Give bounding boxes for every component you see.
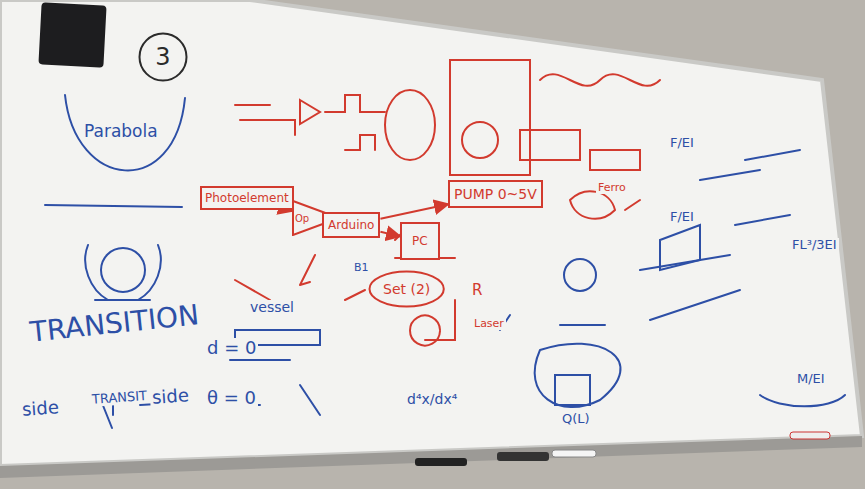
formula: d⁴x/dx⁴ [405,392,459,407]
formula: Q(L) [560,412,592,426]
formula: F/EI [668,210,696,224]
node-text: 3 [155,43,170,71]
pc-box: PC [400,222,440,260]
node-shape [370,272,444,307]
formula: FL³/3EI [790,238,839,252]
pump-box: PUMP 0~5V [448,180,543,208]
boundary-condition: θ = 0 [205,388,258,408]
node-text: Set (2) [383,281,430,297]
set-oval: Set (2) [368,270,445,308]
node-text: Arduino [328,218,374,232]
boundary-condition: d = 0 [205,338,258,358]
ferro-label: Ferro [596,182,628,194]
resistor-label: R [470,282,484,299]
vessel-label: vessel [248,300,296,315]
side-label: side [19,397,61,420]
node-text: Photoelement [205,191,289,205]
connector-arrow [380,232,400,237]
formula: M/EI [795,372,827,386]
beam-label: B1 [352,262,371,274]
laser-label: Laser [472,318,506,330]
arduino-box: Arduino [322,212,380,238]
callout-circle: 3 [138,32,188,82]
node-shape [140,34,187,81]
node-text: PC [412,234,428,248]
node-text: Op [295,213,309,224]
connector-arrow [380,204,448,219]
photoelement-box: Photoelement [200,186,294,210]
node-text: PUMP 0~5V [454,186,537,202]
parabola-label: Parabola [82,122,160,141]
side-label: side [149,385,191,408]
formula: F/EI [668,136,696,150]
connector-arrow [288,210,292,211]
